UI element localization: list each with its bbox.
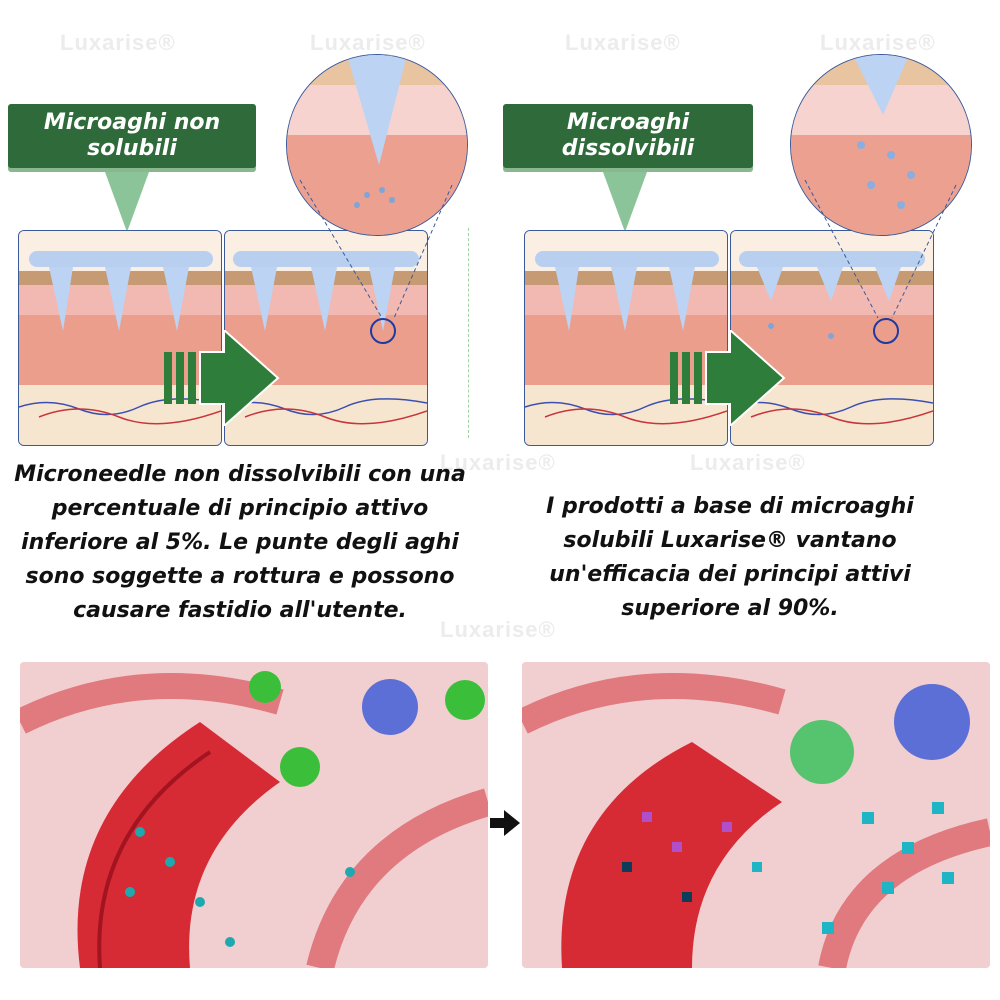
watermark: Luxarise® <box>820 30 936 55</box>
skin-illustration <box>19 231 221 445</box>
arrow-right-icon <box>670 330 786 426</box>
blood-vessel-image-before <box>20 662 488 968</box>
skin-panel-before <box>524 230 728 446</box>
left-caption: Microneedle non dissolvibili con una per… <box>14 462 466 623</box>
watermark: Luxarise® <box>60 30 176 55</box>
left-label-pointer <box>105 172 149 232</box>
vessel-illustration <box>20 662 488 968</box>
vessel-illustration <box>522 662 990 968</box>
blood-vessel-image-after <box>522 662 990 968</box>
right-caption: I prodotti a base di microaghi solubili … <box>546 494 914 621</box>
right-label-text: Microaghi dissolvibili <box>561 110 695 161</box>
skin-panel-after <box>224 230 428 446</box>
skin-illustration <box>525 231 727 445</box>
watermark: Luxarise® <box>310 30 426 55</box>
watermark: Luxarise® <box>440 450 556 475</box>
watermark: Luxarise® <box>690 450 806 475</box>
right-label-pointer <box>603 172 647 232</box>
watermark: Luxarise® <box>565 30 681 55</box>
right-label: Microaghi dissolvibili <box>503 104 753 168</box>
left-label: Microaghi non solubili <box>8 104 256 168</box>
left-label-text: Microaghi non solubili <box>43 110 221 161</box>
skin-panel-before <box>18 230 222 446</box>
watermark: Luxarise® <box>440 617 556 642</box>
skin-illustration <box>225 231 427 445</box>
arrow-right-icon <box>164 330 280 426</box>
arrow-right-small-icon <box>490 810 520 836</box>
section-divider <box>468 228 469 438</box>
